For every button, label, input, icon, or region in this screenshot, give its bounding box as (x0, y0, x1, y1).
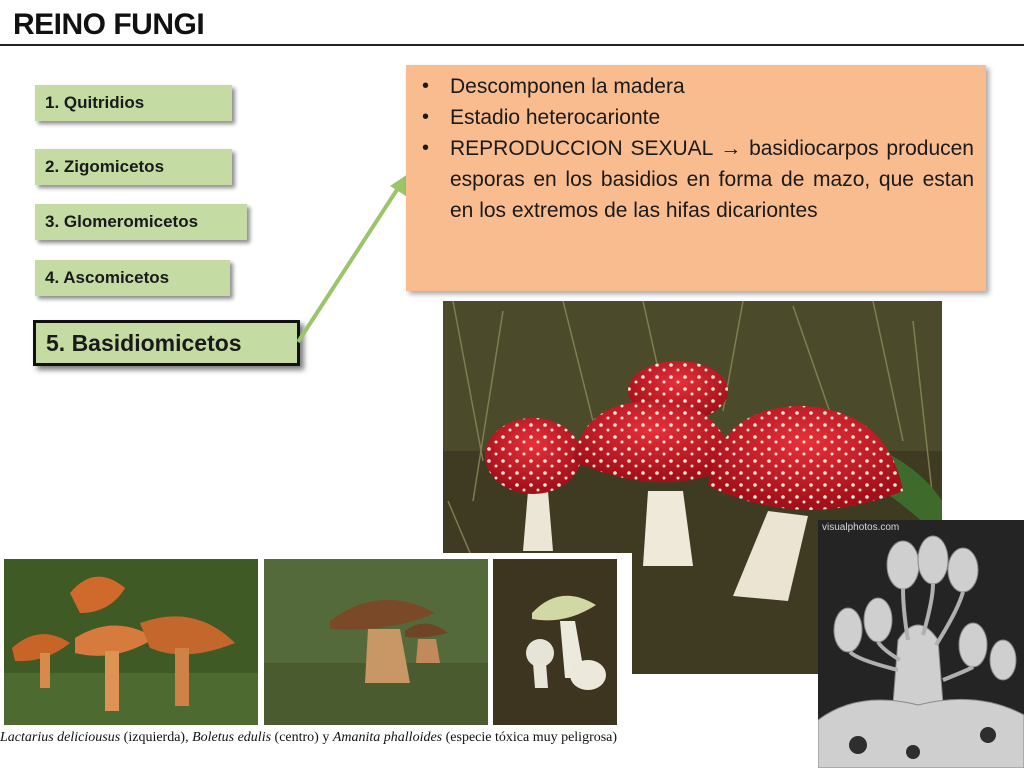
boletus-photo (264, 559, 488, 725)
basidiomicetos-info-box: Descomponen la madera Estadio heterocari… (406, 65, 986, 291)
info-bullet-list: Descomponen la madera Estadio heterocari… (418, 71, 974, 226)
caption-species-boletus: Boletus edulis (192, 730, 272, 745)
nav-item-ascomicetos[interactable]: 4. Ascomicetos (35, 260, 230, 296)
nav-item-quitridios[interactable]: 1. Quitridios (35, 85, 232, 121)
caption-species-lactarius: Lactarius deliciousus (0, 730, 121, 745)
micrograph-watermark: visualphotos.com (822, 522, 899, 533)
connector-arrow (296, 174, 408, 344)
page-title: REINO FUNGI (13, 8, 205, 41)
amanita-phalloides-photo (493, 559, 617, 725)
nav-item-basidiomicetos[interactable]: 5. Basidiomicetos (33, 320, 300, 366)
basidia-micrograph: visualphotos.com (818, 520, 1024, 768)
species-photo-strip (0, 553, 632, 729)
caption-species-amanita: Amanita phalloides (332, 730, 443, 745)
species-caption: Lactarius deliciousus (izquierda), Bolet… (0, 729, 632, 747)
nav-item-zigomicetos[interactable]: 2. Zigomicetos (35, 149, 232, 185)
amanita-muscaria-photo (443, 301, 942, 674)
title-divider (0, 44, 1024, 46)
caption-note: (izquierda), (120, 730, 193, 745)
caption-note: (centro) y (271, 730, 333, 745)
info-bullet: REPRODUCCION SEXUAL → basidiocarpos prod… (418, 133, 974, 226)
caption-note: (especie tóxica muy peligrosa) (442, 730, 618, 745)
info-bullet: Estadio heterocarionte (418, 102, 974, 133)
info-bullet: Descomponen la madera (418, 71, 974, 102)
lactarius-photo (4, 559, 258, 725)
nav-item-glomeromicetos[interactable]: 3. Glomeromicetos (35, 204, 247, 240)
